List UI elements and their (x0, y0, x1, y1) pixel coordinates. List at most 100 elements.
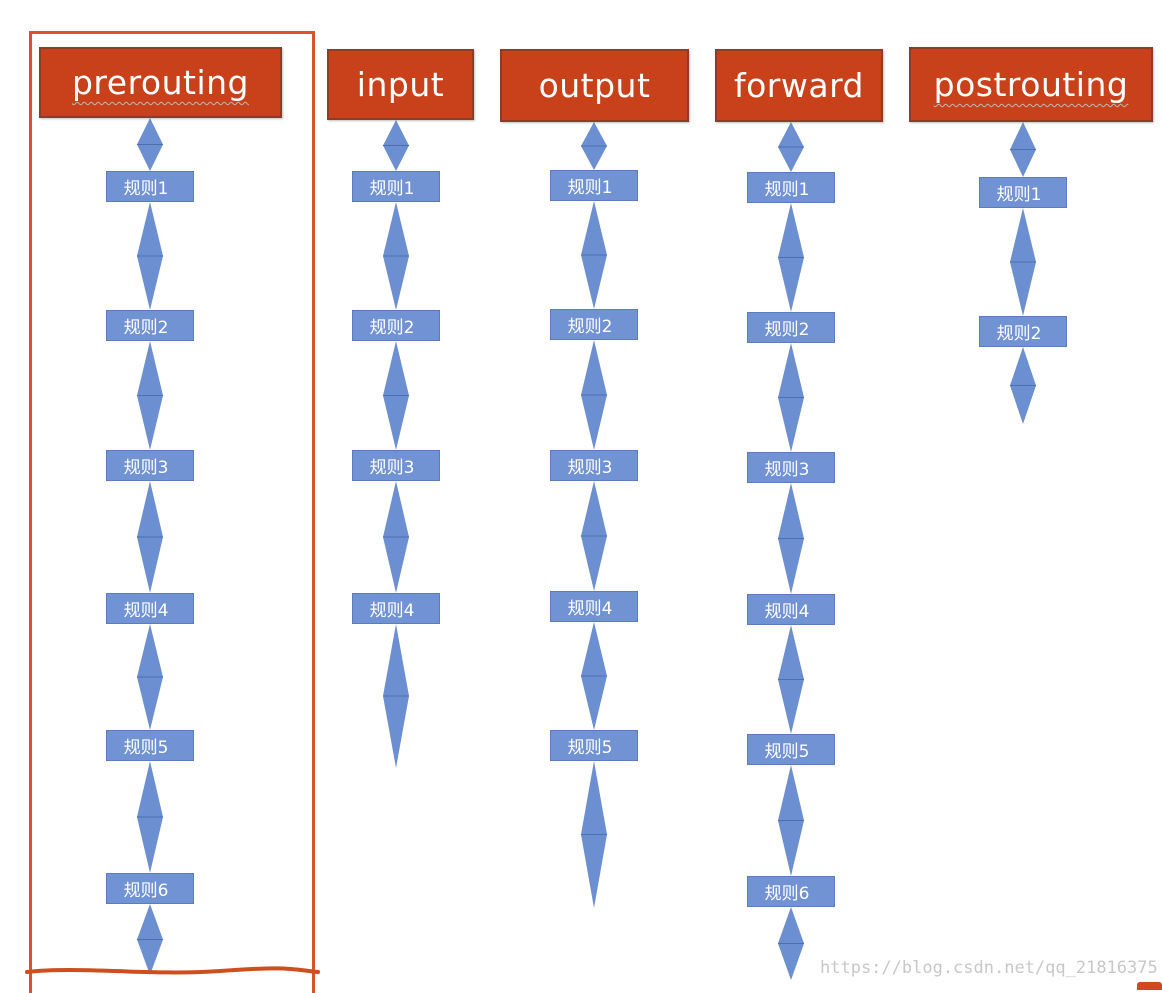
connector-output-2-lower (581, 255, 607, 309)
connector-input-tail-upper (383, 624, 409, 696)
connector-prerouting-2 (137, 202, 163, 310)
connector-output-1-upper (581, 122, 607, 146)
rule-box-forward-1: 规则1 (747, 172, 835, 203)
rule-box-prerouting-4: 规则4 (106, 593, 194, 624)
connector-prerouting-6-lower (137, 817, 163, 873)
rule-label: 规则4 (369, 601, 415, 621)
connector-input-2 (383, 202, 409, 310)
connector-forward-6-lower (778, 820, 804, 876)
connector-input-1-upper (383, 120, 409, 146)
connector-output-2 (581, 201, 607, 309)
connector-output-5-upper (581, 622, 607, 676)
connector-forward-3 (778, 343, 804, 452)
connector-prerouting-1-lower (137, 144, 163, 171)
chain-header-output: output (500, 49, 689, 122)
connector-forward-tail-lower (778, 943, 804, 980)
rule-label: 规则2 (764, 320, 810, 340)
connector-prerouting-4 (137, 481, 163, 593)
rule-label: 规则2 (996, 324, 1042, 344)
connector-forward-2-upper (778, 203, 804, 258)
connector-output-4-upper (581, 481, 607, 536)
connector-prerouting-tail-upper (137, 904, 163, 940)
chain-header-prerouting: prerouting (39, 47, 282, 118)
rule-box-forward-5: 规则5 (747, 734, 835, 765)
connector-input-3-upper (383, 341, 409, 396)
connector-prerouting-3-upper (137, 341, 163, 396)
connector-forward-3-upper (778, 343, 804, 398)
connector-input-4 (383, 481, 409, 593)
rule-label: 规则5 (567, 738, 613, 758)
chain-header-input: input (327, 49, 474, 120)
rule-box-forward-3: 规则3 (747, 452, 835, 483)
connector-forward-tail-upper (778, 907, 804, 944)
rule-box-output-4: 规则4 (550, 591, 638, 622)
watermark-text: https://blog.csdn.net/qq_21816375 (820, 958, 1158, 978)
connector-output-5 (581, 622, 607, 730)
connector-prerouting-6-upper (137, 761, 163, 817)
connector-prerouting-3-lower (137, 395, 163, 450)
rule-label: 规则3 (123, 458, 169, 478)
connector-prerouting-tail-lower (137, 939, 163, 975)
connector-forward-2 (778, 203, 804, 312)
connector-input-3 (383, 341, 409, 450)
connector-prerouting-5 (137, 624, 163, 730)
connector-input-3-lower (383, 395, 409, 450)
connector-output-tail-upper (581, 761, 607, 835)
connector-postrouting-2-upper (1010, 208, 1036, 262)
connector-output-4 (581, 481, 607, 591)
connector-output-5-lower (581, 676, 607, 730)
connector-forward-5 (778, 625, 804, 734)
connector-postrouting-2-lower (1010, 262, 1036, 316)
connector-output-2-upper (581, 201, 607, 255)
connector-output-3-lower (581, 395, 607, 450)
chain-name-input: input (356, 65, 445, 104)
connector-forward-6 (778, 765, 804, 876)
connector-forward-1-lower (778, 147, 804, 172)
connector-input-tail-lower (383, 696, 409, 768)
rule-box-input-3: 规则3 (352, 450, 440, 481)
connector-postrouting-2 (1010, 208, 1036, 316)
rule-label: 规则1 (996, 185, 1042, 205)
connector-output-3-upper (581, 340, 607, 395)
connector-prerouting-2-lower (137, 256, 163, 310)
connector-forward-4 (778, 483, 804, 594)
rule-box-prerouting-1: 规则1 (106, 171, 194, 202)
connector-forward-4-lower (778, 538, 804, 594)
connector-postrouting-tail (1010, 347, 1036, 424)
connector-forward-2-lower (778, 257, 804, 312)
chain-header-forward: forward (715, 49, 883, 122)
chain-header-postrouting: postrouting (909, 47, 1153, 122)
rule-label: 规则6 (123, 881, 169, 901)
connector-prerouting-1 (137, 118, 163, 171)
corner-badge (1137, 982, 1162, 990)
connector-forward-1-upper (778, 122, 804, 147)
rule-box-prerouting-5: 规则5 (106, 730, 194, 761)
rule-label: 规则1 (123, 179, 169, 199)
rule-label: 规则1 (369, 179, 415, 199)
rule-box-output-1: 规则1 (550, 170, 638, 201)
connector-output-tail (581, 761, 607, 908)
connector-forward-5-upper (778, 625, 804, 680)
connector-input-2-lower (383, 256, 409, 310)
rule-box-forward-6: 规则6 (747, 876, 835, 907)
connector-input-2-upper (383, 202, 409, 256)
rule-box-postrouting-2: 规则2 (979, 316, 1067, 347)
connector-output-1 (581, 122, 607, 170)
rule-label: 规则5 (123, 738, 169, 758)
connector-postrouting-1-upper (1010, 122, 1036, 150)
rule-label: 规则4 (764, 602, 810, 622)
rule-label: 规则3 (369, 458, 415, 478)
rule-label: 规则3 (764, 460, 810, 480)
connector-prerouting-2-upper (137, 202, 163, 256)
connector-postrouting-1 (1010, 122, 1036, 177)
connector-forward-5-lower (778, 679, 804, 734)
rule-box-input-4: 规则4 (352, 593, 440, 624)
connector-prerouting-5-upper (137, 624, 163, 677)
rule-box-postrouting-1: 规则1 (979, 177, 1067, 208)
rule-box-output-2: 规则2 (550, 309, 638, 340)
connector-prerouting-4-lower (137, 537, 163, 593)
connector-output-1-lower (581, 146, 607, 170)
connector-postrouting-tail-upper (1010, 347, 1036, 386)
